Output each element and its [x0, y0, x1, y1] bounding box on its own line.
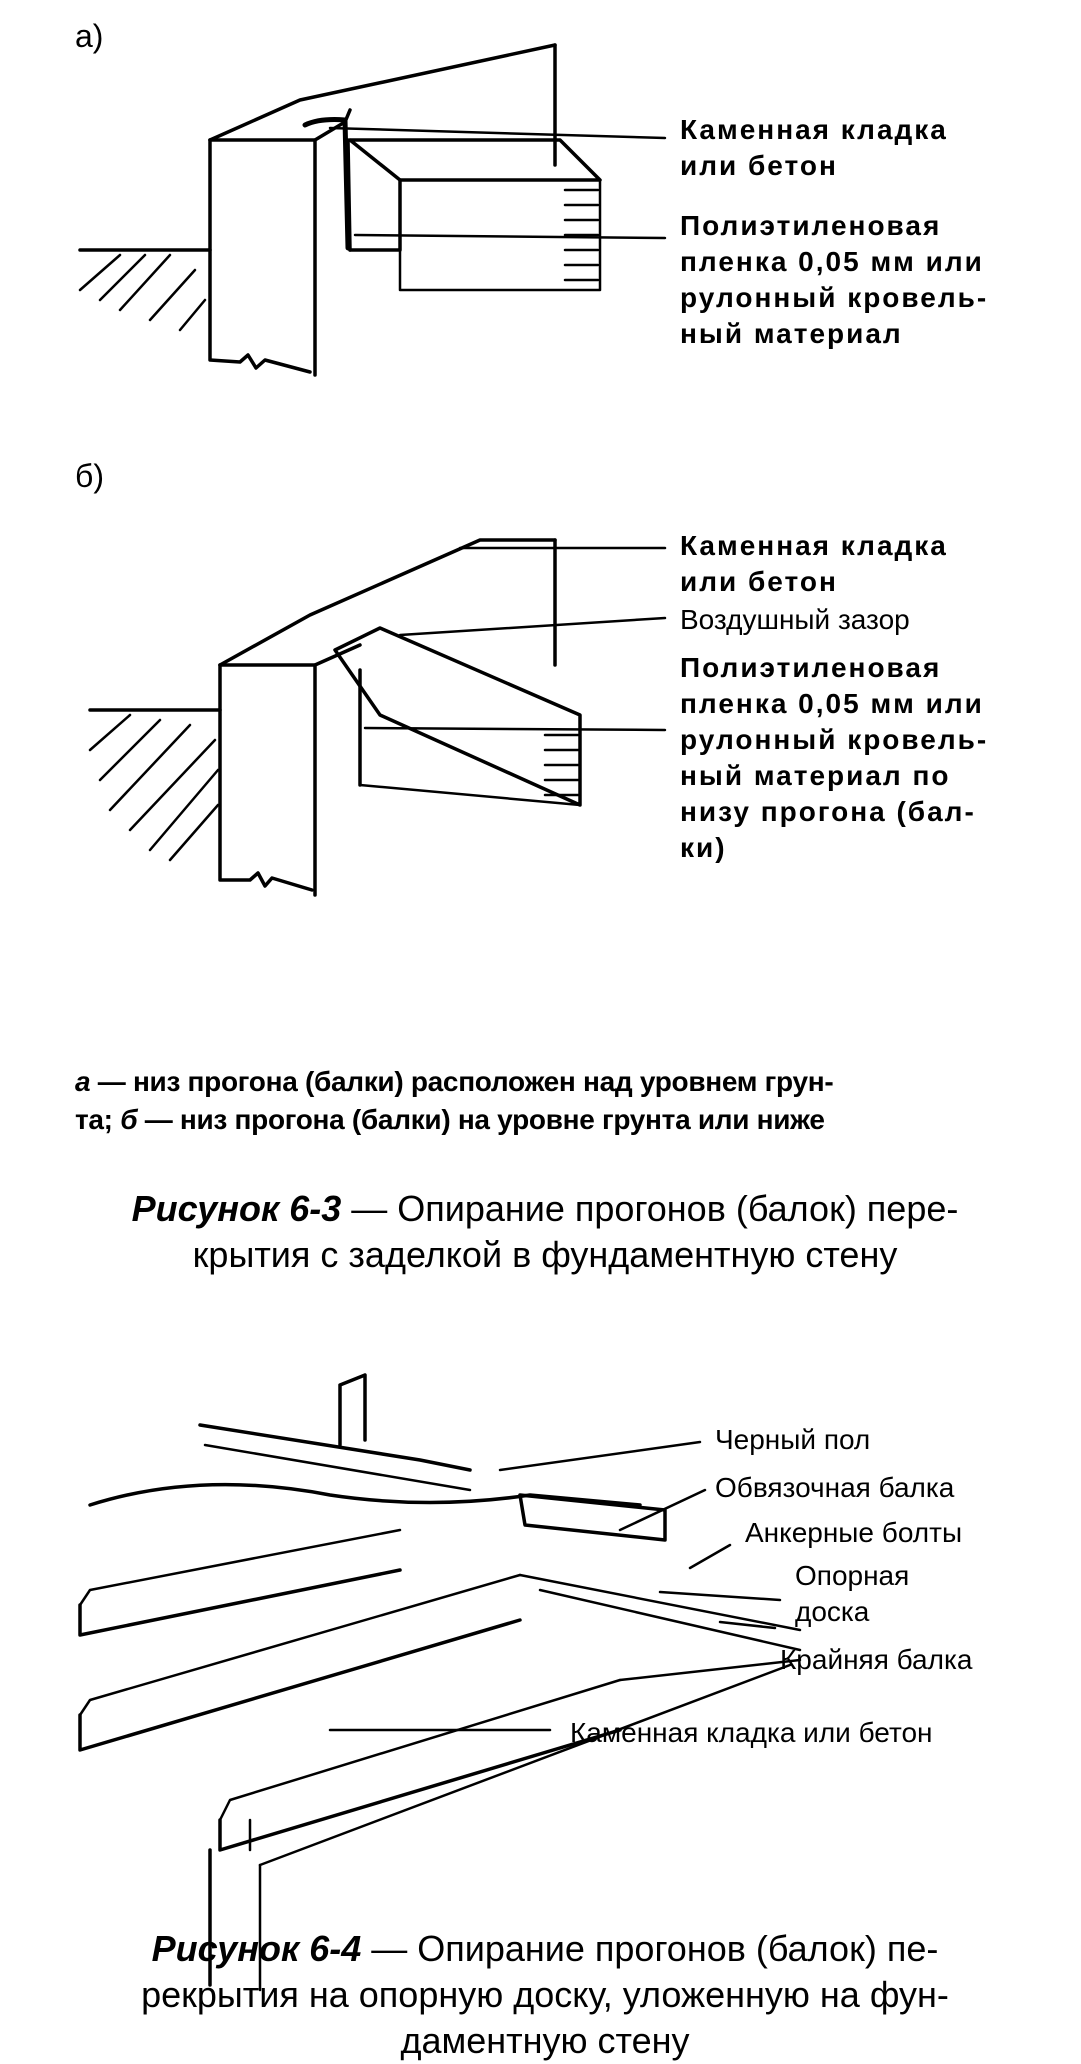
callout-a-membrane: Полиэтиленовая пленка 0,05 мм или рулонн… — [680, 210, 989, 349]
callout-b-membrane: Полиэтиленовая пленка 0,05 мм или рулонн… — [680, 652, 989, 863]
callout-b-air-gap: Воздушный зазор — [680, 604, 910, 635]
figure-6-4-drawing — [78, 1373, 802, 1992]
subcaption-b-text: — низ прогона (балки) на уровне грунта и… — [137, 1104, 825, 1135]
callout-b-masonry: Каменная кладка или бетон — [680, 530, 948, 597]
subcaption-b-letter: б — [120, 1104, 138, 1135]
callout-anchor-bolts: Анкерные болты — [745, 1517, 963, 1548]
callout-foundation: Каменная кладка или бетон — [570, 1717, 933, 1748]
figure-6-3-subcaption: а — низ прогона (балки) расположен над у… — [75, 1025, 1015, 1139]
panel-label-a: а) — [75, 18, 104, 54]
figure-a-drawing — [78, 43, 667, 377]
figure-6-4-number: Рисунок 6-4 — [151, 1928, 362, 1969]
figure-a: а) Каменная кладка или бетон Полиэтилено… — [0, 0, 1081, 380]
figure-6-4-caption: Рисунок 6-4 — Опирание прогонов (балок) … — [75, 1880, 1015, 2064]
callout-edge-joist: Крайняя балка — [780, 1644, 973, 1675]
subcaption-a-letter: а — [75, 1066, 91, 1097]
figure-6-3-title: — Опирание прогонов (балок) пере- крытия… — [192, 1188, 959, 1275]
figure-6-3-caption: Рисунок 6-3 — Опирание прогонов (балок) … — [75, 1140, 1015, 1278]
figure-6-3-number: Рисунок 6-3 — [131, 1188, 342, 1229]
subcaption-a-text: — низ прогона (балки) расположен над уро… — [75, 1066, 834, 1135]
figure-6-4: Черный пол Обвязочная балка Анкерные бол… — [0, 1330, 1081, 1992]
callout-a-masonry: Каменная кладка или бетон — [680, 114, 948, 181]
callout-rim-beam: Обвязочная балка — [715, 1472, 955, 1503]
callout-sill-plate: Опорная доска — [795, 1560, 910, 1627]
figure-6-4-title: — Опирание прогонов (балок) пе- рекрытия… — [141, 1928, 949, 2061]
figure-b: б) Каменная кладка или бетон Воздушный з… — [0, 440, 1081, 940]
figure-b-drawing — [88, 538, 667, 897]
callout-subfloor: Черный пол — [715, 1424, 871, 1455]
panel-label-b: б) — [75, 458, 104, 494]
